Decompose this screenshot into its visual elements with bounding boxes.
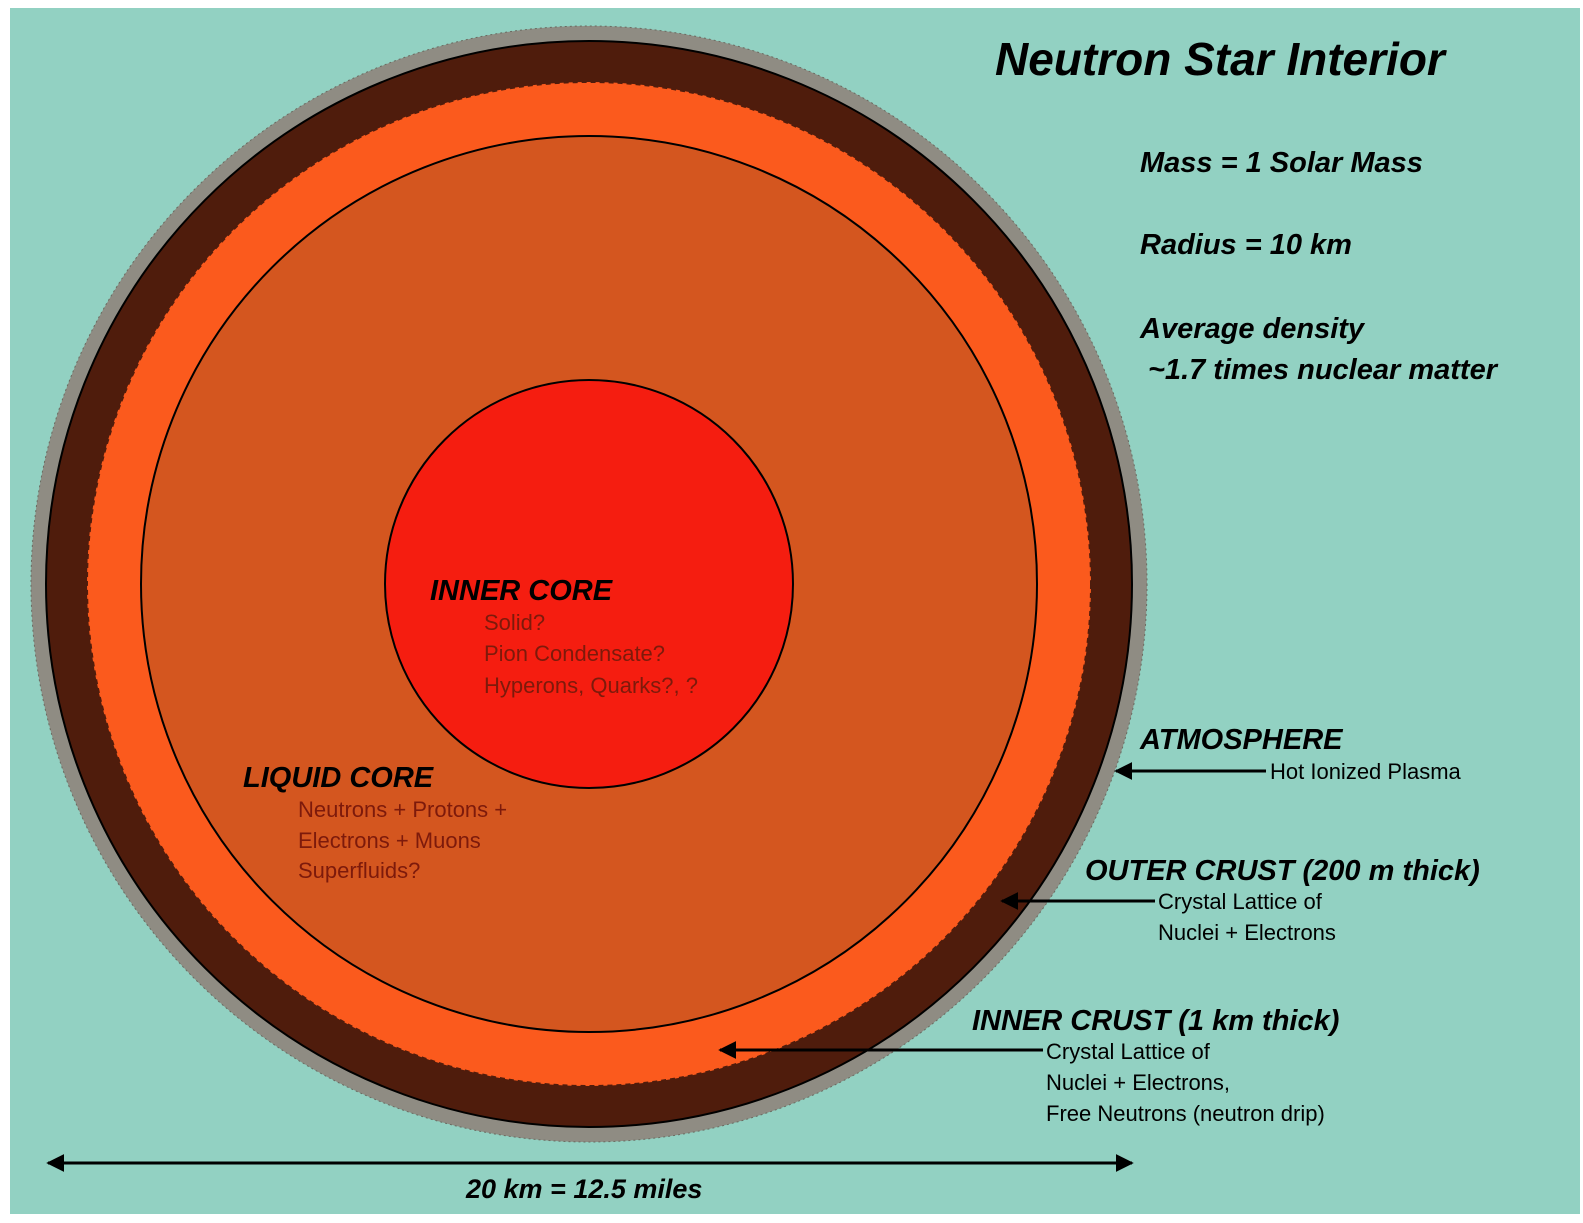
inner-core-layer [384, 379, 794, 789]
liquid-core-label: LIQUID CORE [243, 762, 435, 794]
atmosphere-label: ATMOSPHERE [1139, 724, 1344, 756]
scale-label: 20 km = 12.5 miles [465, 1174, 702, 1204]
liquid-core-line: Neutrons + Protons + [298, 797, 507, 822]
outer-crust-line: Nuclei + Electrons [1158, 920, 1336, 945]
radius-text: Radius = 10 km [1140, 229, 1352, 261]
outer-crust-label: OUTER CRUST (200 m thick) [1085, 855, 1480, 887]
inner-core-line: Pion Condensate? [484, 641, 665, 666]
atmosphere-line: Hot Ionized Plasma [1270, 759, 1462, 784]
inner-crust-line: Nuclei + Electrons, [1046, 1070, 1230, 1095]
outer-crust-line: Crystal Lattice of [1158, 889, 1323, 914]
mass-text: Mass = 1 Solar Mass [1140, 147, 1423, 179]
inner-core-line: Solid? [484, 610, 545, 635]
inner-crust-line: Free Neutrons (neutron drip) [1046, 1101, 1325, 1126]
density-text: Average density [1139, 313, 1366, 345]
inner-core-label: INNER CORE [430, 575, 614, 607]
inner-crust-label: INNER CRUST (1 km thick) [972, 1005, 1339, 1037]
liquid-core-line: Superfluids? [298, 858, 420, 883]
inner-core-line: Hyperons, Quarks?, ? [484, 673, 698, 698]
page-title: Neutron Star Interior [995, 33, 1447, 85]
liquid-core-line: Electrons + Muons [298, 828, 481, 853]
inner-crust-line: Crystal Lattice of [1046, 1039, 1211, 1064]
density-value-text: ~1.7 times nuclear matter [1148, 354, 1499, 386]
